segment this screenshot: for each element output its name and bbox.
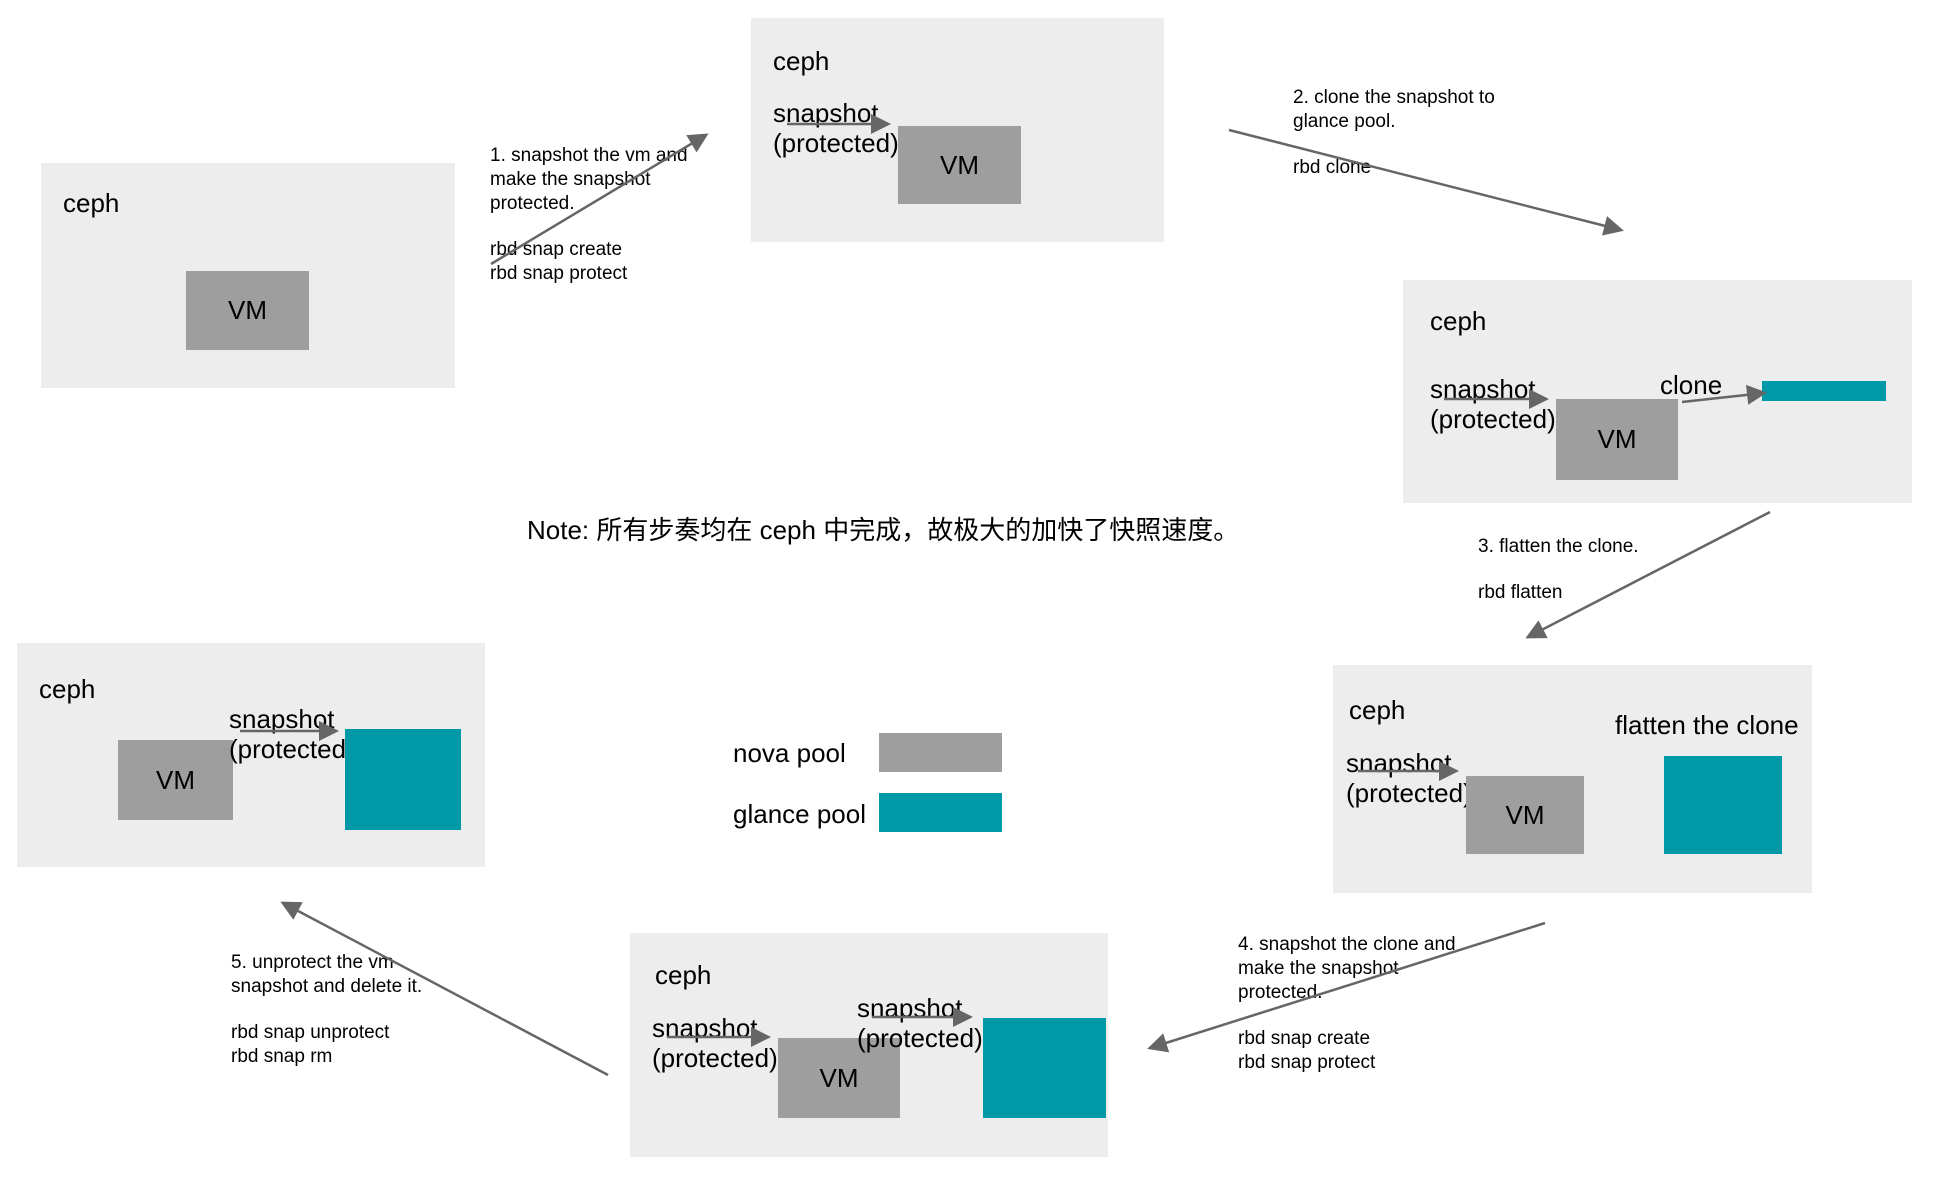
step-4-commands: rbd snap create rbd snap protect	[1238, 1028, 1376, 1073]
ceph-box-5: ceph snapshot (protected) VM snapshot (p…	[630, 933, 1108, 1157]
step-1-annotation: 1. snapshot the vm and make the snapshot…	[490, 144, 720, 286]
ceph-box-5-title: ceph	[655, 960, 712, 990]
step-3-commands: rbd flatten	[1478, 582, 1563, 603]
step-3-annotation: 3. flatten the clone. rbd flatten	[1478, 535, 1708, 605]
clone-image-rect	[983, 1018, 1106, 1118]
legend-nova-label: nova pool	[733, 738, 846, 768]
ceph-box-6-title: ceph	[39, 674, 96, 704]
legend-nova-swatch	[879, 733, 1002, 772]
ceph-box-3: ceph snapshot (protected) VM clone	[1403, 280, 1912, 503]
vm-rect-6: VM	[118, 740, 233, 820]
ceph-box-3-title: ceph	[1430, 306, 1487, 336]
step-1-commands: rbd snap create rbd snap protect	[490, 239, 628, 284]
glance-image-rect	[345, 729, 461, 830]
ceph-box-4-title: ceph	[1349, 695, 1406, 725]
ceph-box-1-title: ceph	[63, 188, 120, 218]
protected-label: (protected)	[1430, 404, 1556, 434]
step-2-annotation: 2. clone the snapshot to glance pool. rb…	[1293, 86, 1523, 180]
vm-rect-2: VM	[898, 126, 1021, 204]
step-2-commands: rbd clone	[1293, 157, 1372, 178]
flattened-clone-rect	[1664, 756, 1782, 854]
ceph-box-2-title: ceph	[773, 46, 830, 76]
protected-label: (protected)	[857, 1023, 983, 1053]
vm-rect-5: VM	[778, 1038, 900, 1118]
snapshot-label: snapshot	[857, 993, 963, 1023]
snapshot-label: snapshot	[652, 1013, 758, 1043]
flatten-label: flatten the clone	[1615, 710, 1799, 740]
snapshot-label: snapshot	[773, 98, 879, 128]
note-text: Note: 所有步奏均在 ceph 中完成，故极大的加快了快照速度。	[527, 515, 1240, 545]
clone-image-rect	[1762, 381, 1886, 401]
ceph-box-2: ceph snapshot (protected) VM	[751, 18, 1164, 242]
protected-label: (protected)	[1346, 778, 1472, 808]
vm-rect-3: VM	[1556, 399, 1678, 480]
ceph-box-6: ceph VM snapshot (protected)	[17, 643, 485, 867]
protected-label: (protected)	[229, 734, 355, 764]
step-3-text: 3. flatten the clone.	[1478, 536, 1639, 557]
step-2-text: 2. clone the snapshot to glance pool.	[1293, 87, 1495, 132]
vm-rect-1: VM	[186, 271, 309, 350]
step-1-text: 1. snapshot the vm and make the snapshot…	[490, 145, 688, 214]
legend-glance-label: glance pool	[733, 799, 866, 829]
step-5-text: 5. unprotect the vm snapshot and delete …	[231, 952, 423, 997]
step-4-text: 4. snapshot the clone and make the snaps…	[1238, 934, 1456, 1003]
protected-label: (protected)	[773, 128, 899, 158]
step-4-annotation: 4. snapshot the clone and make the snaps…	[1238, 933, 1478, 1075]
step-5-annotation: 5. unprotect the vm snapshot and delete …	[231, 951, 471, 1069]
step-5-commands: rbd snap unprotect rbd snap rm	[231, 1022, 390, 1067]
snapshot-label: snapshot	[229, 704, 335, 734]
vm-rect-4: VM	[1466, 776, 1584, 854]
snapshot-label: snapshot	[1430, 374, 1536, 404]
ceph-box-4: ceph flatten the clone snapshot (protect…	[1333, 665, 1812, 893]
clone-label: clone	[1660, 370, 1723, 400]
legend-glance-swatch	[879, 793, 1002, 832]
protected-label: (protected)	[652, 1043, 778, 1073]
ceph-box-1: ceph VM	[41, 163, 455, 388]
snapshot-label: snapshot	[1346, 748, 1452, 778]
